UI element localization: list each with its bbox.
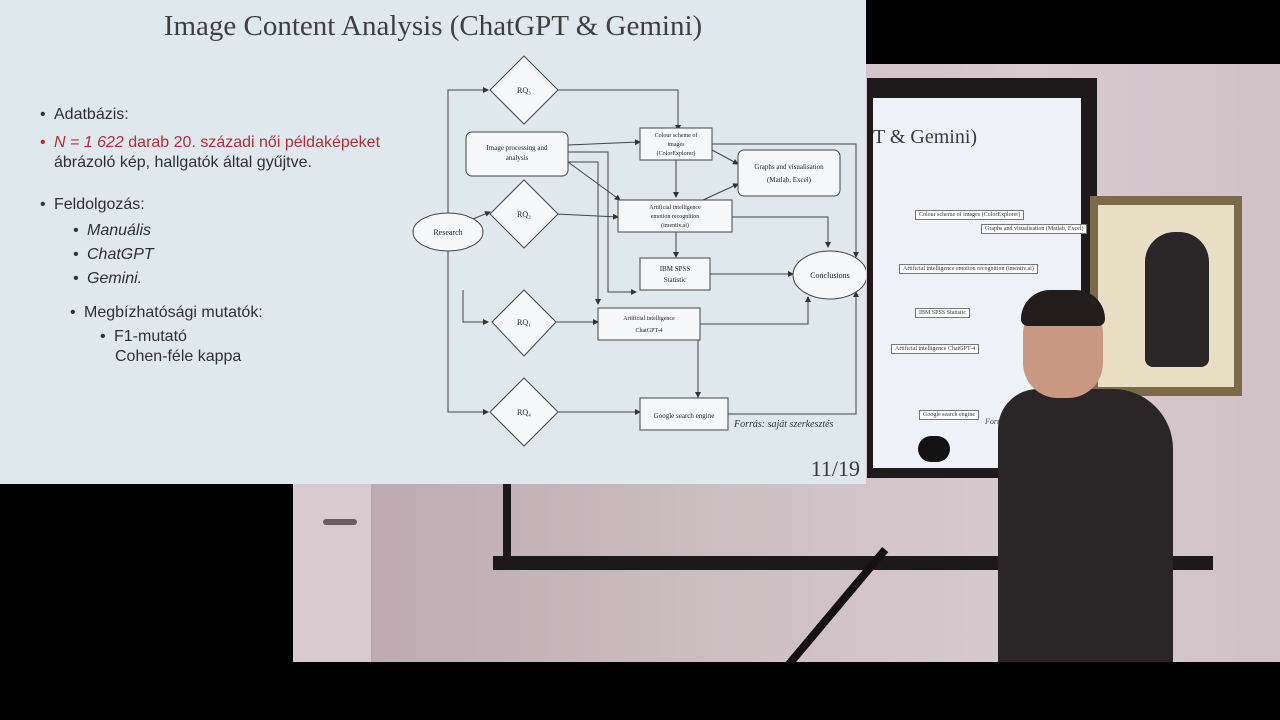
diagram-label-ai-emotion-3: (imentiv.ai) [661,222,689,229]
diagram-label-colour-3: (ColorExplorer) [657,150,696,157]
diagram-node-rq4 [489,377,559,447]
diagram-label-graphs-2: (Matlab, Excel) [767,176,812,184]
bullet-dot-icon: • [70,304,76,321]
diagram-label-conclusions: Conclusions [810,271,850,280]
source-caption: Forrás: saját szerkesztés [734,419,834,430]
bullet-dot-icon: • [73,270,79,287]
diagram-label-graphs-1: Graphs and visualisation [754,163,824,171]
diagram-node-ai-chatgpt [597,307,701,341]
diagram-label-image-processing-2: analysis [506,154,529,162]
diagram-label-rq2: RQ₂ [517,210,531,219]
slide-bullets: • Adatbázis: • N = 1 622 darab 20. századi… [40,106,420,368]
diagram-label-colour-2: images [668,142,686,148]
diagram-node-ai-emotion [617,199,733,233]
diagram-node-spss [639,257,711,291]
reliability-label: Megbízhatósági mutatók: [84,304,263,321]
diagram-node-rq3 [489,55,559,125]
diagram-label-rq1: RQ₁ [517,318,531,327]
door-handle [323,519,357,525]
bullet-dot-icon: • [73,222,79,239]
rear-screen-title: T & Gemini) [873,126,978,148]
painting-figure [1145,232,1209,367]
bullet-dot-icon: • [100,328,106,345]
processing-label: Feldolgozás: [54,196,145,213]
diagram-label-google: Google search engine [654,412,715,420]
n-value: N = 1 622 [54,134,124,151]
diagram-node-conclusions [792,250,866,300]
processing-item-manual: • Manuális [73,222,420,240]
diagram-label-ai-emotion-2: emotion recognition [651,214,700,220]
reliability-item-label: F1-mutató [114,328,187,345]
diagram-node-colour-scheme [639,127,713,161]
diagram-node-research [412,212,484,252]
processing-item-label: Gemini. [87,270,143,287]
page-number: 11/19 [810,456,860,481]
rear-label-colour: Colour scheme of images (ColorExplorer) [915,210,1025,220]
diagram-node-image-processing [465,131,569,177]
projector-screen-leg [503,484,511,560]
reliability-item-kappa: Cohen-féle kappa [115,348,242,365]
diagram-node-rq1 [491,289,557,357]
processing-item-label: ChatGPT [87,246,154,263]
diagram-label-image-processing-1: Image processing and [486,144,548,152]
diagram-label-rq3: RQ₃ [517,86,531,95]
bullet-dot-icon: • [40,196,46,213]
diagram-label-ai-chatgpt-1: Artificial intelligence [623,315,675,322]
rear-label-graphs: Graphs and visualisation (Matlab, Excel) [981,224,1088,234]
bullet-dot-icon: • [73,246,79,263]
speaker-body [998,389,1173,662]
rear-label-ai-emotion: Artificial intelligence emotion recognit… [899,264,1038,274]
bullet-database: • Adatbázis: [40,106,420,124]
bullet-dot-icon: • [40,106,46,123]
presentation-slide: Image Content Analysis (ChatGPT & Gemini… [0,0,866,484]
rear-label-ai-chatgpt: Artificial intelligence ChatGPT-4 [891,344,980,354]
diagram-node-google [639,397,729,431]
diagram-label-colour-1: Colour scheme of [655,132,698,139]
diagram-label-ai-emotion-1: Artificial intelligence [649,204,701,211]
diagram-label-rq4: RQ₄ [517,408,531,417]
n-description: darab 20. századi női példaképeket [123,134,381,151]
diagram-node-rq2 [489,179,559,249]
bullet-reliability: • Megbízhatósági mutatók: [70,304,420,322]
rear-label-google: Google search engine [919,410,979,420]
processing-item-chatgpt: • ChatGPT [73,246,420,264]
database-label: Adatbázis: [54,106,129,123]
diagram-label-ai-chatgpt-2: ChatGPT-4 [635,328,662,334]
bullet-processing: • Feldolgozás: [40,196,420,214]
door [293,484,373,662]
diagram-node-graphs [737,149,841,197]
processing-item-gemini: • Gemini. [73,270,420,288]
diagram-label-research: Research [433,228,462,237]
research-flow-diagram: Research RQ₃ RQ₂ RQ₁ RQ₄ Image processin… [412,55,866,447]
rear-label-spss: IBM SPSS Statistic [915,308,971,318]
bullet-dot-icon: • [40,134,46,151]
reliability-item-f1: • F1-mutató [100,328,420,346]
microphone [918,436,950,462]
diagram-label-spss-1: IBM SPSS [660,265,691,273]
processing-item-label: Manuális [87,222,152,239]
slide-title: Image Content Analysis (ChatGPT & Gemini… [163,10,703,42]
diagram-label-spss-2: Statistic [664,276,687,284]
n-description-line2: ábrázoló kép, hallgatók által gyűjtve. [54,154,312,171]
bullet-n-value: • N = 1 622 darab 20. századi női példaké… [40,134,420,152]
speaker-hair [1021,290,1105,326]
